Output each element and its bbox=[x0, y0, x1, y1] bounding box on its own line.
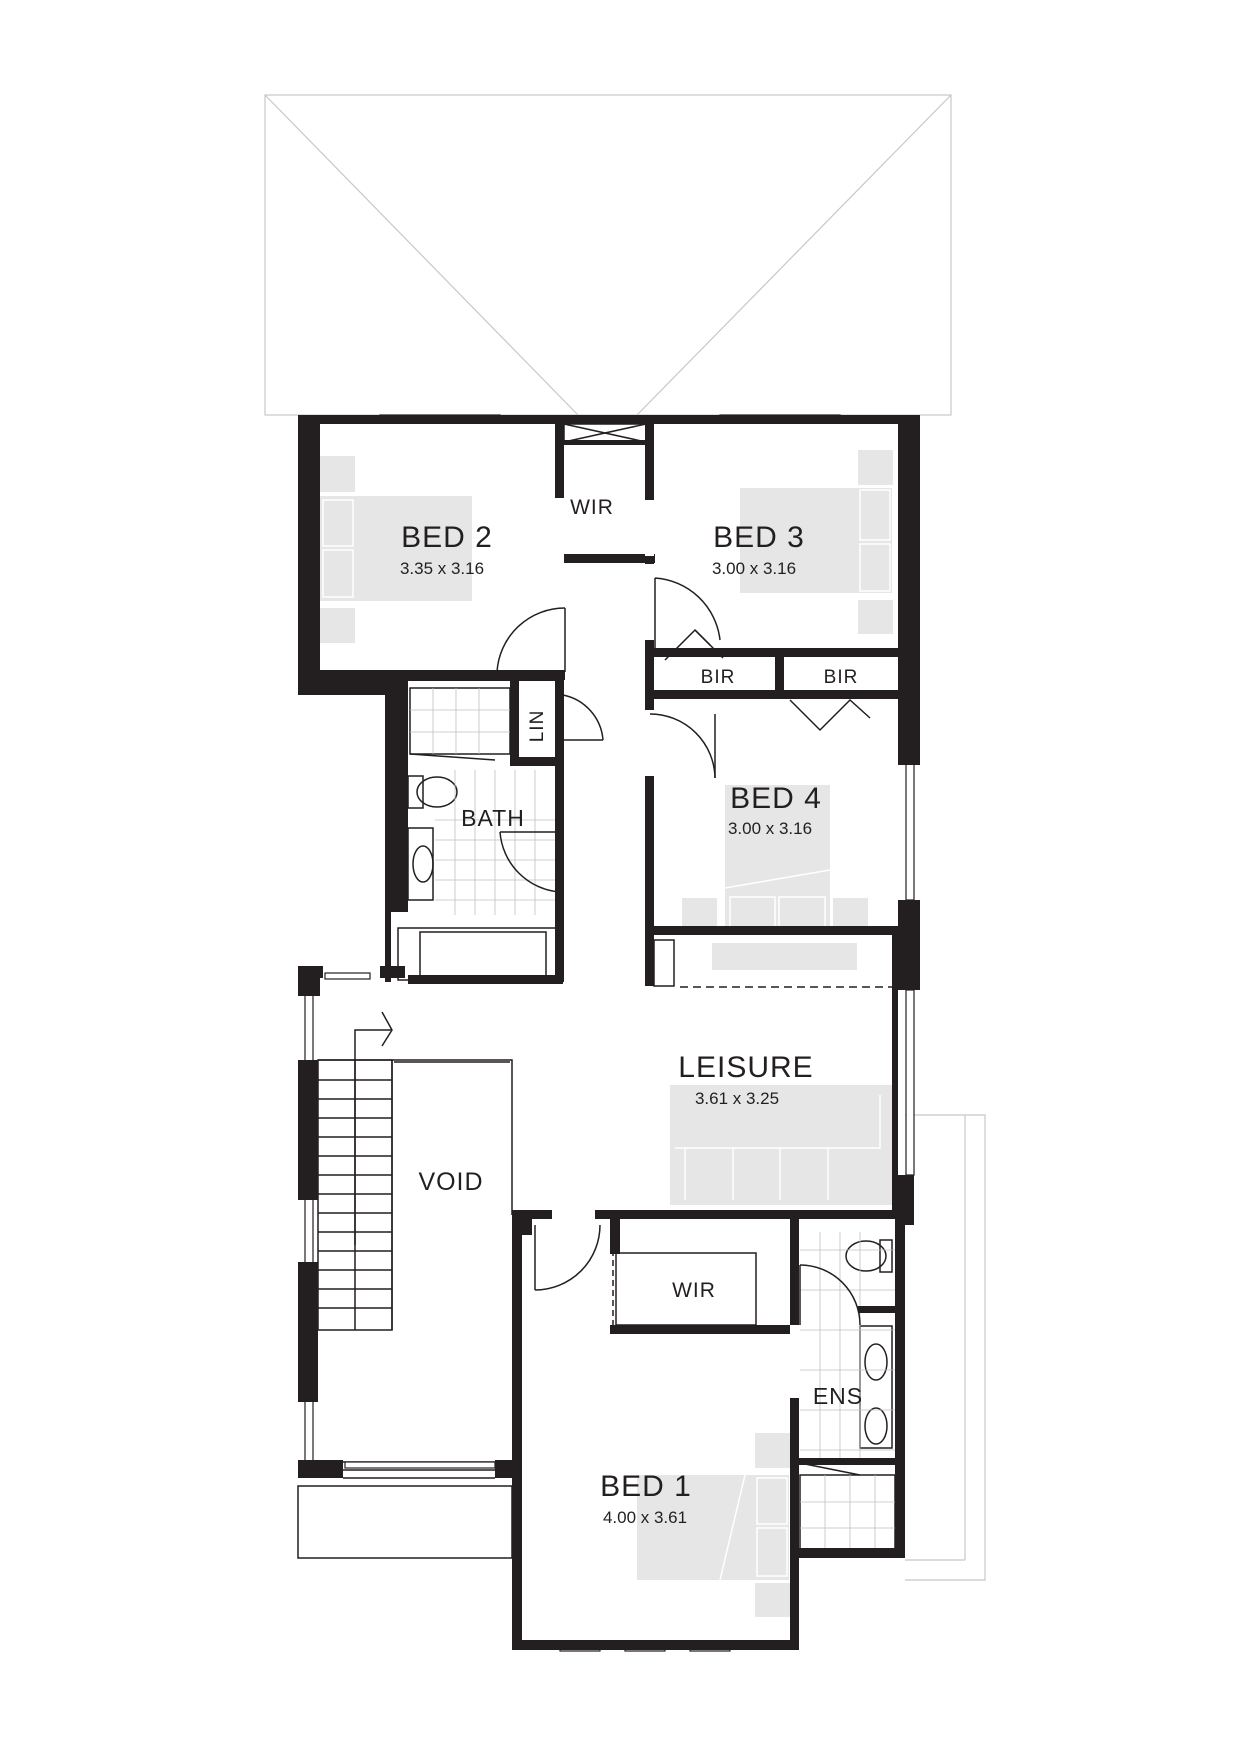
door-swings bbox=[496, 577, 871, 1326]
lower-roof-outline bbox=[905, 1114, 986, 1581]
room-dims-leisure: 3.61 x 3.25 bbox=[695, 1089, 779, 1108]
label-wir-bottom: WIR bbox=[672, 1279, 716, 1302]
label-wir-top: WIR bbox=[570, 496, 614, 519]
room-dims-bed2: 3.35 x 3.16 bbox=[400, 559, 484, 578]
label-bir-right: BIR bbox=[824, 667, 859, 688]
room-name-bed4: BED 4 bbox=[730, 782, 822, 815]
room-dims-bed3: 3.00 x 3.16 bbox=[712, 559, 796, 578]
room-dims-bed4: 3.00 x 3.16 bbox=[728, 819, 812, 838]
room-name-bed3: BED 3 bbox=[713, 521, 805, 554]
furniture bbox=[320, 450, 893, 1617]
label-bath: BATH bbox=[461, 805, 525, 831]
label-bir-left: BIR bbox=[701, 667, 736, 688]
thin-lines bbox=[297, 423, 896, 1559]
room-dims-bed1: 4.00 x 3.61 bbox=[603, 1508, 687, 1527]
room-name-leisure: LEISURE bbox=[678, 1051, 813, 1084]
label-void: VOID bbox=[418, 1168, 483, 1196]
roof-outline bbox=[264, 94, 952, 416]
label-ens: ENS bbox=[813, 1383, 863, 1409]
furniture-details bbox=[322, 489, 891, 1581]
room-name-bed2: BED 2 bbox=[401, 521, 493, 554]
label-lin: LIN bbox=[527, 710, 548, 743]
walls bbox=[298, 415, 920, 1650]
room-labels: BED 2 3.35 x 3.16 BED 3 3.00 x 3.16 BED … bbox=[400, 496, 863, 1527]
tile-grid bbox=[410, 688, 895, 1555]
room-name-bed1: BED 1 bbox=[600, 1470, 692, 1503]
